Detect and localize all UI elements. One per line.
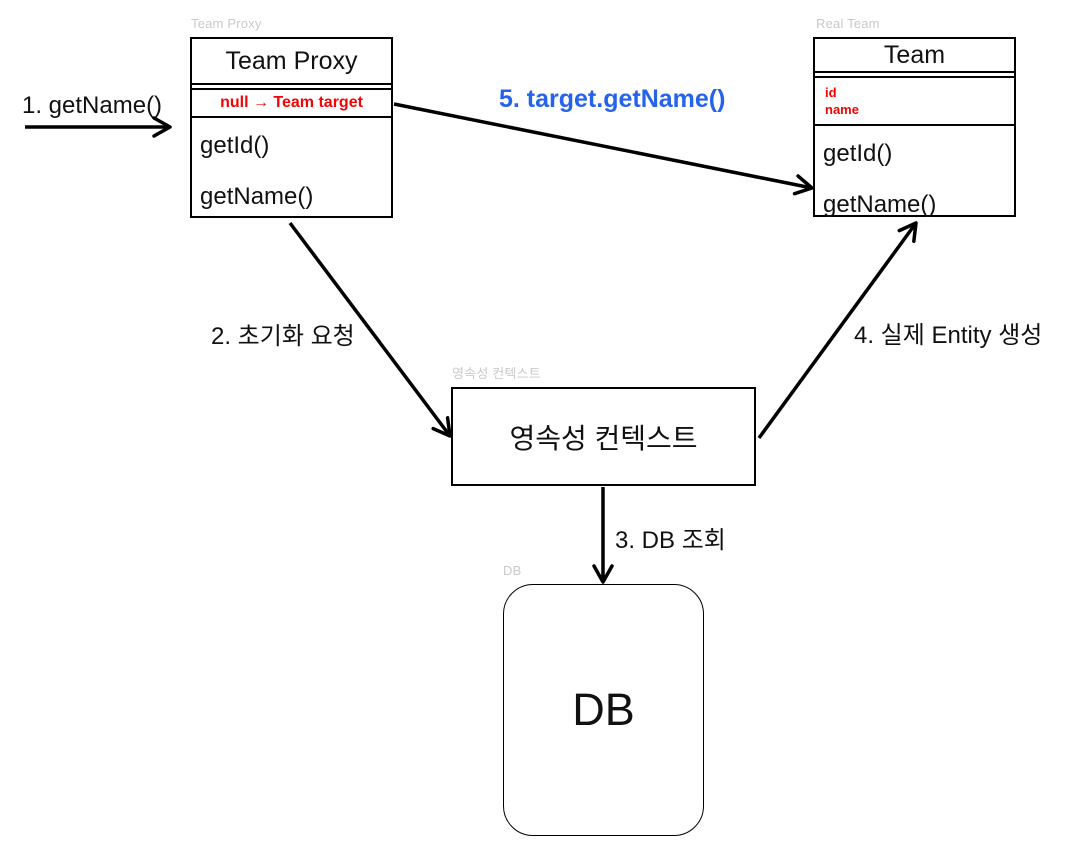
arrow-step5	[393, 102, 814, 196]
step3-label: 3. DB 조회	[615, 527, 726, 554]
proxy-class-box: Team Proxy null → Team target getId() ge…	[190, 37, 393, 218]
team-fields: id name	[815, 76, 1014, 126]
db-title: DB	[572, 684, 635, 735]
db-box: DB	[503, 584, 704, 836]
team-title: Team	[815, 39, 1014, 73]
step5-label: 5. target.getName()	[499, 85, 726, 113]
persistence-ghost-label: 영속성 컨텍스트	[452, 366, 541, 381]
proxy-method-getname: getName()	[200, 183, 314, 210]
team-method-getid: getId()	[823, 140, 893, 167]
step2-label: 2. 초기화 요청	[211, 323, 355, 350]
team-field-id: id	[825, 85, 837, 100]
team-method-getname: getName()	[823, 191, 937, 218]
team-field-name: name	[825, 102, 859, 117]
proxy-methods: getId() getName()	[192, 121, 391, 211]
team-ghost-label: Real Team	[816, 16, 880, 31]
step4-label: 4. 실제 Entity 생성	[854, 322, 1043, 349]
proxy-title: Team Proxy	[192, 39, 391, 85]
proxy-ghost-label: Team Proxy	[191, 16, 262, 31]
team-methods: getId() getName()	[815, 129, 1014, 219]
db-ghost-label: DB	[503, 563, 522, 578]
step1-label: 1. getName()	[22, 92, 163, 119]
team-class-box: Team id name getId() getName()	[813, 37, 1016, 219]
proxy-method-getid: getId()	[200, 132, 270, 159]
persistence-context-box: 영속성 컨텍스트	[451, 387, 756, 486]
proxy-target-field: null → Team target	[192, 88, 391, 118]
persistence-context-title: 영속성 컨텍스트	[509, 422, 698, 454]
